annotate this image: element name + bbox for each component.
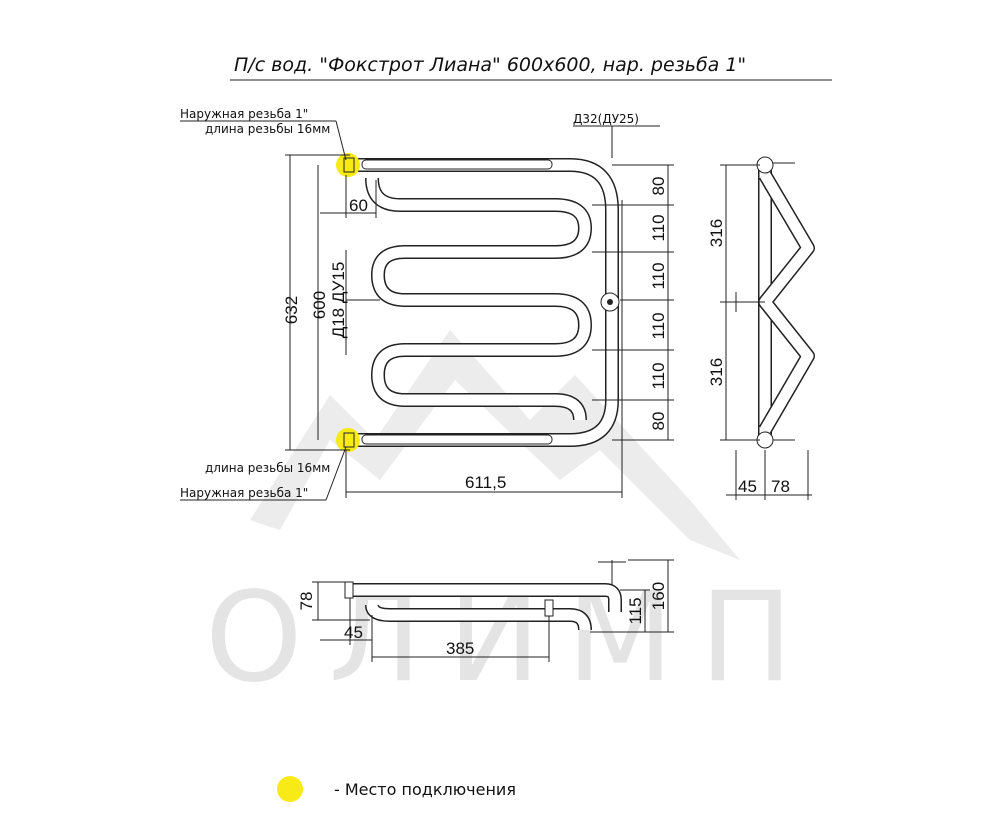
dim-depth-a: 45: [738, 477, 757, 496]
front-view: [336, 153, 620, 452]
legend-marker: [277, 776, 303, 802]
top-bar: [361, 159, 553, 170]
dim-lower-half: 316: [707, 358, 726, 386]
dim-top-height-small: 78: [297, 592, 316, 611]
dim-thread-offset: 60: [349, 196, 368, 215]
bottom-thread-note: Наружная резьба 1": [180, 486, 308, 500]
thread-fitting-top: [343, 157, 355, 173]
top-thread-note: Наружная резьба 1": [180, 107, 308, 121]
dim-spacing-6: 80: [649, 412, 668, 431]
drawing-title: П/с вод. "Фокстрот Лиана" 600x600, нар. …: [234, 54, 746, 76]
coil-pipe-label: Д18 ДУ15: [329, 262, 348, 339]
watermark: ОЛИМП: [205, 330, 793, 710]
dim-upper-half: 316: [707, 219, 726, 247]
legend-label: - Место подключения: [334, 780, 516, 799]
dim-spacing-2: 110: [649, 214, 668, 241]
dim-spacing-1: 80: [649, 177, 668, 196]
top-length-note: длина резьбы 16мм: [205, 122, 330, 136]
dim-overall-height: 632: [282, 296, 301, 324]
dim-spacing-3: 110: [649, 262, 668, 289]
dim-top-height-total: 160: [649, 582, 668, 610]
dim-spacing-4: 110: [649, 312, 668, 339]
callouts: Наружная резьба 1" длина резьбы 16мм дли…: [180, 107, 660, 501]
dim-spacing-5: 110: [649, 362, 668, 389]
bottom-bar: [361, 434, 553, 445]
connection-marker-bottom: [336, 428, 360, 452]
top-view: 78 45 385 115 160: [297, 559, 674, 662]
dim-center-distance: 600: [310, 291, 329, 319]
thread-fitting-bottom: [343, 432, 355, 448]
connection-marker-top: [336, 153, 360, 177]
dim-width: 611,5: [465, 473, 506, 492]
front-dimensions: 632 600 Д18 ДУ15 60 611,5 80 110 110 110…: [282, 154, 674, 498]
dim-depth-b: 78: [771, 477, 790, 496]
dim-top-offset: 45: [344, 623, 363, 642]
side-view: 316 316 45 78: [707, 156, 815, 500]
legend: - Место подключения: [277, 776, 516, 802]
bottom-length-note: длина резьбы 16мм: [205, 461, 330, 475]
main-pipe-label: Д32(ДУ25): [573, 112, 639, 126]
dim-top-length: 385: [446, 639, 474, 658]
dim-top-height-mid: 115: [626, 597, 645, 624]
